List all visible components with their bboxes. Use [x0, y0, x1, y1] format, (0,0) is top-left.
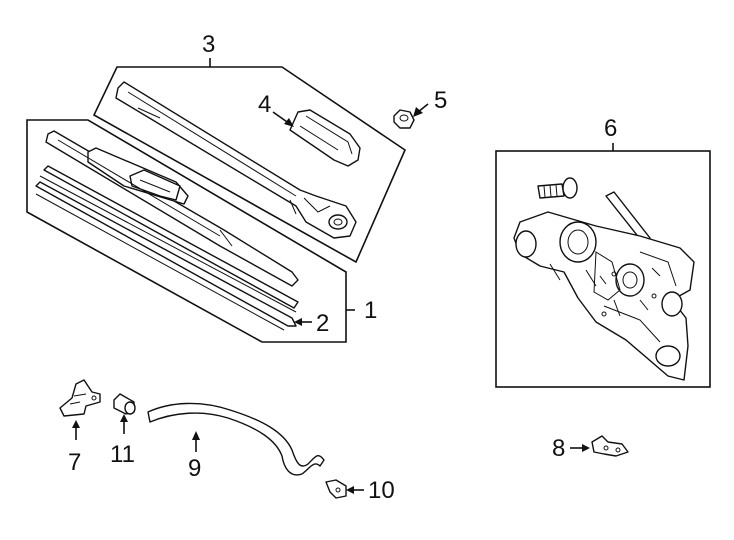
wiper-blade-group: [26, 119, 355, 343]
arm-group-outline: [92, 66, 407, 264]
arrow-11: [120, 414, 128, 422]
arrow-4: [284, 118, 294, 127]
motor-group-outline: [495, 150, 711, 388]
wiper-motor-group: [495, 143, 711, 388]
motor-bolt: [537, 177, 578, 199]
arrow-9: [192, 431, 200, 440]
arrow-8: [582, 444, 590, 452]
wiper-motor: [513, 191, 695, 381]
callout-11: 11: [110, 441, 135, 468]
hose-clip: [325, 479, 347, 499]
wiper-arm: [115, 81, 357, 239]
arrow-5: [413, 107, 423, 117]
callout-7: 7: [68, 449, 81, 476]
wiper-blade: [45, 130, 299, 287]
arrow-7: [72, 420, 80, 428]
arm-nut: [393, 109, 415, 129]
callout-2: 2: [316, 310, 329, 337]
hose-connector: [113, 393, 136, 415]
callout-5: 5: [434, 87, 447, 114]
arrow-2: [294, 318, 302, 326]
blade-group-outline: [26, 119, 347, 343]
callout-8: 8: [552, 435, 565, 462]
callout-4: 4: [258, 91, 271, 118]
callout-6: 6: [604, 115, 617, 142]
wiring-connector: [591, 435, 629, 457]
bracket-part: [59, 379, 101, 417]
arm-cap: [289, 109, 361, 167]
callout-9: 9: [188, 455, 201, 482]
callout-1: 1: [364, 297, 377, 324]
wiper-arm-group: [92, 58, 407, 264]
washer-hose: [147, 402, 325, 476]
blade-refill-upper: [43, 165, 299, 309]
callout-3: 3: [202, 31, 215, 58]
callout-10: 10: [368, 477, 395, 504]
arrow-10: [346, 486, 354, 494]
